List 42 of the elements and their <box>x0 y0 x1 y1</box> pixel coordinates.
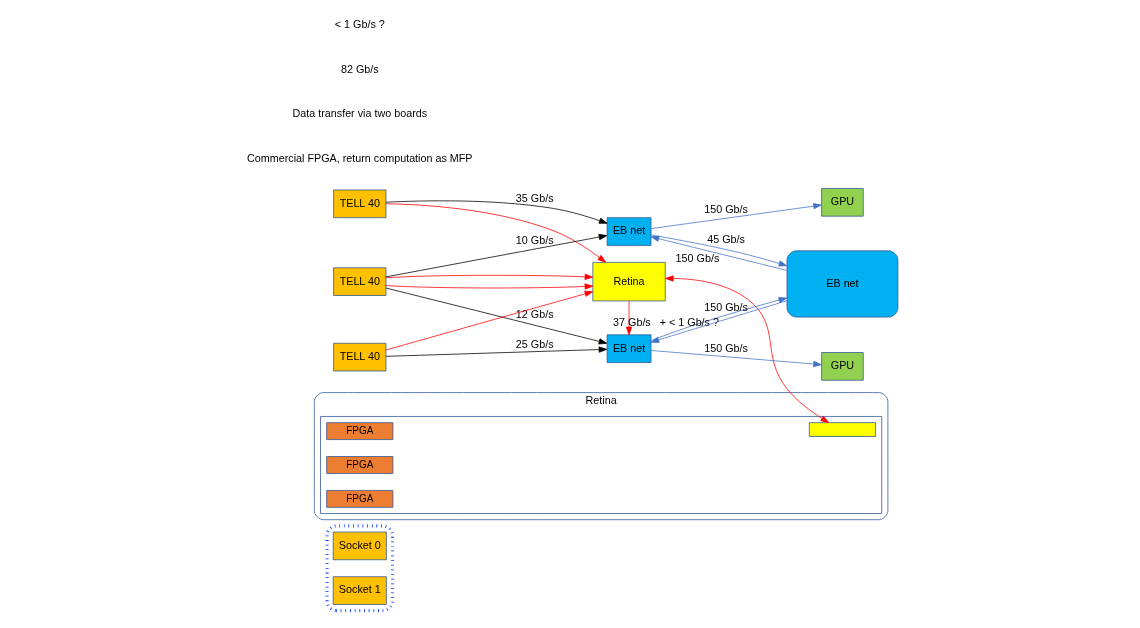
node-box: GPU <box>820 188 864 217</box>
arrow <box>385 273 593 280</box>
node-box: Socket 1 <box>332 576 387 605</box>
arrow <box>385 233 607 278</box>
edge-label: 25 Gb/s <box>515 338 554 351</box>
arrow <box>650 350 822 368</box>
arrow <box>385 200 607 224</box>
node-box: TELL 40 <box>332 342 386 372</box>
node-box: Retina <box>591 262 666 302</box>
edge-label: 150 Gb/s <box>703 301 748 314</box>
arrow <box>385 287 607 345</box>
cluster <box>325 524 394 613</box>
arrow <box>625 300 632 336</box>
arrow <box>385 283 593 290</box>
arrow <box>650 203 822 229</box>
node-box: TELL 40 <box>332 267 386 296</box>
arrow <box>385 346 607 357</box>
node-box: FPGA <box>325 490 393 508</box>
arrow <box>664 275 829 423</box>
node-box: EB net <box>786 250 898 318</box>
arrow <box>385 290 593 351</box>
edge-label: 12 Gb/s <box>515 308 554 321</box>
edge-label: 150 Gb/s <box>703 341 748 354</box>
label: 82 Gb/s <box>340 62 379 75</box>
label: < 1 Gb/s ? <box>334 17 385 30</box>
arrow <box>385 203 606 263</box>
label: Data transfer via two boards <box>291 107 427 120</box>
edge-label: 150 Gb/s <box>675 252 719 265</box>
edge-label: 45 Gb/s <box>706 232 745 245</box>
edge-label: 35 Gb/s <box>515 191 554 204</box>
node-box: Socket 0 <box>332 531 387 561</box>
node-box: GPU <box>820 352 864 381</box>
node-box <box>808 422 876 437</box>
node-box: FPGA <box>325 456 393 474</box>
edge-label: 37 Gb/s + < 1 Gb/s ? <box>612 316 719 329</box>
edge-label: 150 Gb/s <box>703 203 748 216</box>
edge-label: 10 Gb/s <box>515 234 554 247</box>
node-box: TELL 40 <box>332 189 386 219</box>
label: Commercial FPGA, return computation as MFP <box>246 152 473 164</box>
node-box: EB net <box>606 217 651 246</box>
node-box: FPGA <box>325 422 393 440</box>
node-box: EB net <box>606 334 651 363</box>
